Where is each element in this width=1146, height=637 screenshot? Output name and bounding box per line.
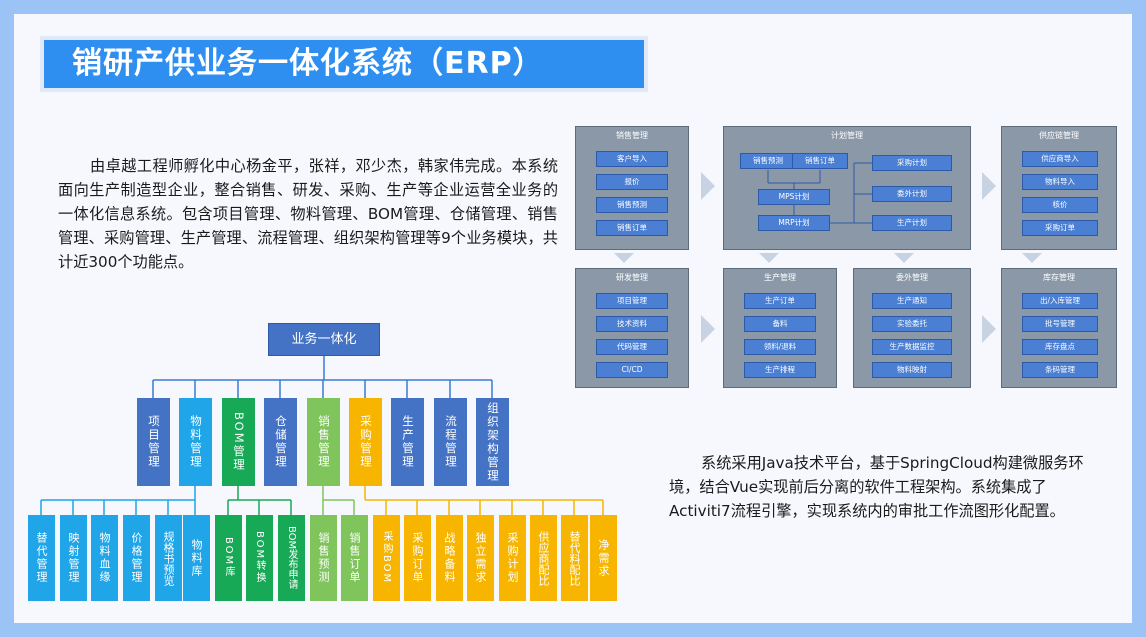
panel-production: 生产管理 生产订单 备料 领料/退料 生产排程: [723, 268, 837, 388]
panel-title: 委外管理: [896, 273, 928, 282]
panel-title: 生产管理: [764, 273, 796, 282]
leaf-sales-order: 销售订单: [341, 515, 368, 601]
arrow-right-icon: [701, 172, 715, 200]
btn-tech-docs[interactable]: 技术资料: [596, 316, 668, 332]
btn-production-order[interactable]: 生产订单: [744, 293, 816, 309]
btn-stock-count[interactable]: 库存盘点: [1022, 339, 1098, 355]
arrow-right-icon: [982, 315, 996, 343]
btn-sales-forecast[interactable]: 销售预测: [596, 197, 668, 213]
panel-sales: 销售管理 客户导入 报价 销售预测 销售订单: [575, 126, 689, 250]
leaf-independent-demand: 独立需求: [467, 515, 494, 601]
arrow-right-icon: [701, 315, 715, 343]
panel-outsource: 委外管理 生产通知 实验委托 生产数据监控 物料映射: [853, 268, 971, 388]
panel-title: 供应链管理: [1039, 131, 1079, 140]
btn-lab-commission[interactable]: 实验委托: [872, 316, 952, 332]
leaf-bom-lib: BOM库: [215, 515, 242, 601]
btn-supplier-import[interactable]: 供应商导入: [1022, 151, 1098, 167]
btn-code-mgmt[interactable]: 代码管理: [596, 339, 668, 355]
btn-material-import[interactable]: 物料导入: [1022, 174, 1098, 190]
plan-connectors: [767, 162, 872, 224]
leaf-purchase-order: 采购订单: [404, 515, 431, 601]
btn-mrp-plan[interactable]: MRP计划: [758, 215, 830, 231]
arrow-down-icon: [1022, 253, 1042, 263]
btn-outsource-plan[interactable]: 委外计划: [872, 186, 952, 202]
btn-project-mgmt[interactable]: 项目管理: [596, 293, 668, 309]
leaf-price: 价格管理: [123, 515, 150, 601]
btn-sales-order[interactable]: 销售订单: [596, 220, 668, 236]
module-project: 项目管理: [137, 398, 170, 486]
arrow-right-icon: [982, 172, 996, 200]
panel-stock: 库存管理 出/入库管理 批号管理 库存盘点 条码管理: [1001, 268, 1117, 388]
leaf-substitute: 替代管理: [28, 515, 55, 601]
leaf-bom-convert: BOM转换: [246, 515, 273, 601]
btn-purchase-order[interactable]: 采购订单: [1022, 220, 1098, 236]
btn-batch-mgmt[interactable]: 批号管理: [1022, 316, 1098, 332]
leaf-mapping: 映射管理: [60, 515, 87, 601]
btn-plan-sales-order[interactable]: 销售订单: [792, 153, 848, 169]
module-warehouse: 仓储管理: [264, 398, 297, 486]
module-sales: 销售管理: [307, 398, 340, 486]
panel-title: 计划管理: [831, 131, 863, 140]
leaf-net-demand: 净需求: [590, 515, 617, 601]
leaf-material-lib: 物料库: [183, 515, 210, 601]
erp-flow-diagram: 销售管理 客户导入 报价 销售预测 销售订单 计划管理 销售预测 销售订单 MP…: [559, 110, 1117, 391]
btn-in-out-stock[interactable]: 出/入库管理: [1022, 293, 1098, 309]
leaf-supplier-ratio: 供应商配比: [530, 515, 557, 601]
panel-title: 库存管理: [1043, 273, 1075, 282]
module-process: 流程管理: [434, 398, 467, 486]
module-material: 物料管理: [179, 398, 212, 486]
btn-pick-return[interactable]: 领料/退料: [744, 339, 816, 355]
title-banner: 销研产供业务一体化系统（ERP）: [40, 36, 648, 92]
leaf-lineage: 物料血缘: [91, 515, 118, 601]
page-title: 销研产供业务一体化系统（ERP）: [44, 40, 644, 88]
module-bom: BOM管理: [222, 398, 255, 486]
btn-price-check[interactable]: 核价: [1022, 197, 1098, 213]
btn-material-mapping[interactable]: 物料映射: [872, 362, 952, 378]
panel-title: 销售管理: [616, 131, 648, 140]
btn-production-plan[interactable]: 生产计划: [872, 215, 952, 231]
leaf-spec-preview: 规格书预览: [155, 515, 182, 601]
panel-plan: 计划管理 销售预测 销售订单 MPS计划 MRP计划 采购计划 委外计划 生产计…: [723, 126, 971, 250]
leaf-sales-forecast: 销售预测: [310, 515, 337, 601]
btn-plan-sales-forecast[interactable]: 销售预测: [740, 153, 796, 169]
leaf-substitute-ratio: 替代料配比: [561, 515, 588, 601]
leaf-bom-release: BOM发布申请: [278, 515, 305, 601]
module-production: 生产管理: [391, 398, 424, 486]
arrow-down-icon: [614, 253, 634, 263]
btn-production-monitor[interactable]: 生产数据监控: [872, 339, 952, 355]
btn-mps-plan[interactable]: MPS计划: [758, 189, 830, 205]
module-purchase: 采购管理: [349, 398, 382, 486]
panel-rd: 研发管理 项目管理 技术资料 代码管理 CI/CD: [575, 268, 689, 388]
arrow-down-icon: [894, 253, 914, 263]
btn-production-schedule[interactable]: 生产排程: [744, 362, 816, 378]
btn-prep-material[interactable]: 备料: [744, 316, 816, 332]
tech-paragraph: 系统采用Java技术平台，基于SpringCloud构建微服务环境，结合Vue实…: [669, 454, 1084, 520]
module-org: 组织架构管理: [476, 398, 509, 486]
arrow-down-icon: [759, 253, 779, 263]
btn-purchase-plan[interactable]: 采购计划: [872, 155, 952, 171]
tree-root: 业务一体化: [268, 323, 380, 356]
btn-barcode-mgmt[interactable]: 条码管理: [1022, 362, 1098, 378]
btn-production-notice[interactable]: 生产通知: [872, 293, 952, 309]
btn-customer-import[interactable]: 客户导入: [596, 151, 668, 167]
panel-supply: 供应链管理 供应商导入 物料导入 核价 采购订单: [1001, 126, 1117, 250]
panel-title: 研发管理: [616, 273, 648, 282]
leaf-purchase-bom: 采购BOM: [373, 515, 400, 601]
btn-quote[interactable]: 报价: [596, 174, 668, 190]
intro-paragraph: 由卓越工程师孵化中心杨金平，张祥，邓少杰，韩家伟完成。本系统面向生产制造型企业，…: [58, 157, 558, 271]
btn-cicd[interactable]: CI/CD: [596, 362, 668, 378]
leaf-purchase-plan: 采购计划: [499, 515, 526, 601]
leaf-strategic-stock: 战略备料: [436, 515, 463, 601]
